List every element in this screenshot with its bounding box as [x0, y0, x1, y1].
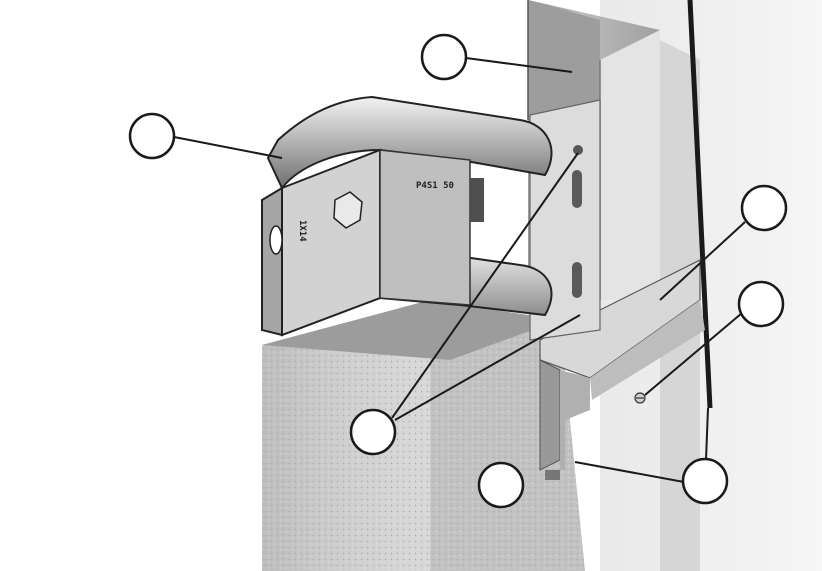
- callout-7: [681, 457, 729, 505]
- u-bracket: P4S1 50 1X14: [261, 95, 553, 337]
- callout-5: [349, 408, 397, 456]
- bracket-marking-top: P4S1 50: [416, 181, 454, 191]
- callout-4: [737, 280, 785, 328]
- callout-6: [477, 461, 525, 509]
- callout-1: [420, 33, 468, 81]
- callout-2: [128, 112, 176, 160]
- bracket-marking-side: 1X14: [297, 220, 307, 242]
- callout-3: [740, 184, 788, 232]
- bottom-profile: [539, 259, 705, 480]
- callouts: [128, 33, 788, 509]
- wall-anchor-rod: [687, 0, 713, 409]
- leader-lines: [173, 57, 746, 483]
- screw-icon: [634, 392, 646, 404]
